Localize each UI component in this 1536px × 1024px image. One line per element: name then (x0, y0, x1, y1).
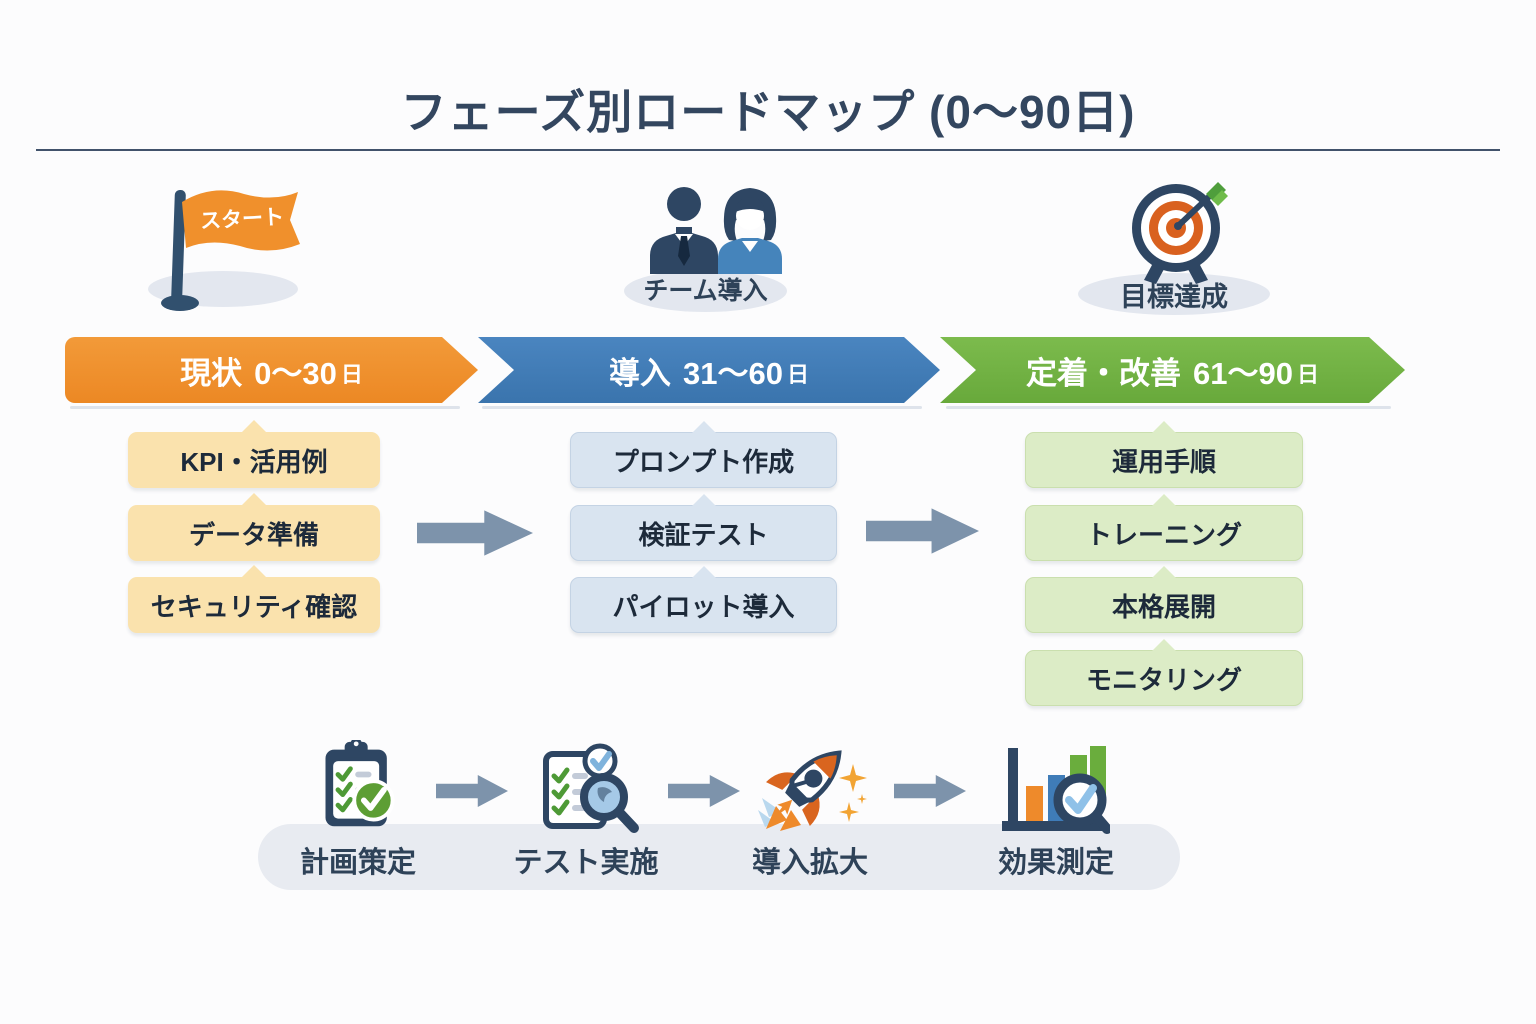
goal-label: 目標達成 (1120, 282, 1228, 312)
task-item: 検証テスト (570, 505, 837, 561)
task-item: トレーニング (1025, 505, 1303, 561)
step-label-planning: 計画策定 (299, 847, 416, 879)
task-item: KPI・活用例 (128, 432, 380, 488)
step-label-measurement: 効果測定 (997, 847, 1114, 879)
task-item: パイロット導入 (570, 577, 837, 633)
task-item: プロンプト作成 (570, 432, 837, 488)
banner-shadow (482, 406, 922, 409)
step-label-expansion: 導入拡大 (751, 847, 868, 879)
team-people-icon (650, 187, 782, 274)
right-arrow-icon (417, 510, 533, 556)
phase-banner-current: 現状 0～30 日 (65, 337, 478, 403)
flag-base (161, 295, 199, 311)
goal-shadow (1078, 273, 1270, 315)
page-title: フェーズ別ロードマップ (0～90日) (400, 86, 1136, 138)
bottom-steps-band (258, 824, 1180, 890)
right-arrow-icon (668, 775, 740, 807)
phase-unit: 日 (340, 362, 363, 387)
phase-unit: 日 (1296, 362, 1319, 387)
phase-name: 現状 (180, 355, 243, 391)
banner-shadow (946, 406, 1391, 409)
task-item: データ準備 (128, 505, 380, 561)
start-label: スタート (199, 205, 285, 234)
banner-shadow (70, 406, 460, 409)
start-flag-icon (182, 190, 300, 251)
phase-name: 導入 (609, 355, 671, 391)
phase-name: 定着・改善 (1026, 355, 1181, 391)
phase-banner-establishment: 定着・改善 61～90 日 (940, 337, 1405, 403)
phase-unit: 日 (786, 362, 809, 387)
clipboard-check-icon (325, 740, 395, 827)
checklist-magnifier-icon (543, 743, 639, 833)
task-item: 本格展開 (1025, 577, 1303, 633)
step-label-testing: テスト実施 (513, 847, 659, 879)
task-item: セキュリティ確認 (128, 577, 380, 633)
team-label: チーム導入 (643, 277, 768, 305)
title-divider (36, 149, 1500, 151)
right-arrow-icon (866, 508, 979, 554)
chart-magnifier-icon (1002, 746, 1110, 834)
phase-range: 0～30 (254, 355, 337, 391)
right-arrow-icon (436, 775, 508, 807)
task-item: 運用手順 (1025, 432, 1303, 488)
phase-banner-introduction: 導入 31～60 日 (478, 337, 940, 403)
team-shadow (624, 270, 787, 312)
target-arrow-icon (1132, 182, 1228, 284)
right-arrow-icon (894, 775, 966, 807)
phase-range: 31～60 (683, 355, 783, 391)
rocket-icon (758, 750, 867, 831)
phase-range: 61～90 (1193, 355, 1293, 391)
task-item: モニタリング (1025, 650, 1303, 706)
